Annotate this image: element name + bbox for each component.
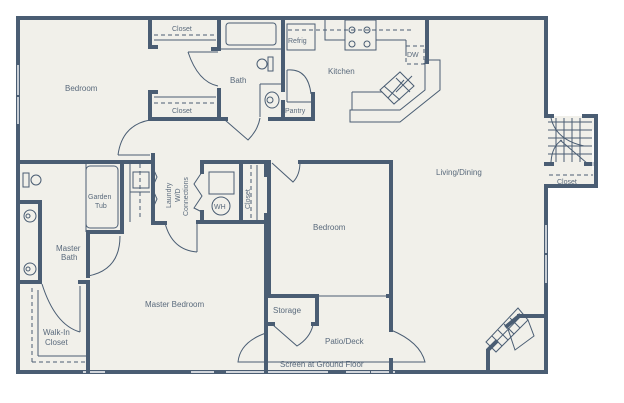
label-garden-tub-2: Tub <box>95 203 107 210</box>
label-garden-tub-1: Garden <box>88 194 111 201</box>
label-storage: Storage <box>273 306 302 315</box>
label-bedroom-2: Bedroom <box>313 223 346 232</box>
label-closet-hall: Closet <box>245 189 252 209</box>
label-closet-top: Closet <box>172 26 192 33</box>
label-walkin-2: Closet <box>45 338 68 347</box>
stair-icon <box>548 117 592 165</box>
label-refrig: Refrig <box>288 38 307 45</box>
label-bedroom-1: Bedroom <box>65 84 98 93</box>
fireplace-icon <box>485 307 535 353</box>
fixtures <box>22 18 593 363</box>
label-bath: Bath <box>230 76 246 85</box>
label-walkin-1: Walk-In <box>43 328 70 337</box>
label-connections: Connections <box>183 177 190 216</box>
interior-walls <box>16 16 548 374</box>
label-closet-mid: Closet <box>172 108 192 115</box>
label-master-bedroom: Master Bedroom <box>145 300 204 309</box>
label-patio: Patio/Deck <box>325 337 365 346</box>
label-wh: WH <box>214 204 226 211</box>
label-living-dining: Living/Dining <box>436 168 482 177</box>
label-master-bath-2: Bath <box>61 253 77 262</box>
room-labels: Bedroom Closet Closet Bath Refrig Pantry… <box>43 26 577 369</box>
label-wd: W/D <box>175 188 182 202</box>
label-kitchen: Kitchen <box>328 67 355 76</box>
windows <box>17 65 594 373</box>
label-laundry: Laundry <box>166 182 173 208</box>
label-pantry: Pantry <box>285 108 306 115</box>
label-dw: DW <box>407 52 419 59</box>
label-master-bath-1: Master <box>56 244 81 253</box>
label-closet-stair: Closet <box>557 179 577 186</box>
label-screen-note: Screen at Ground Floor <box>280 360 364 369</box>
